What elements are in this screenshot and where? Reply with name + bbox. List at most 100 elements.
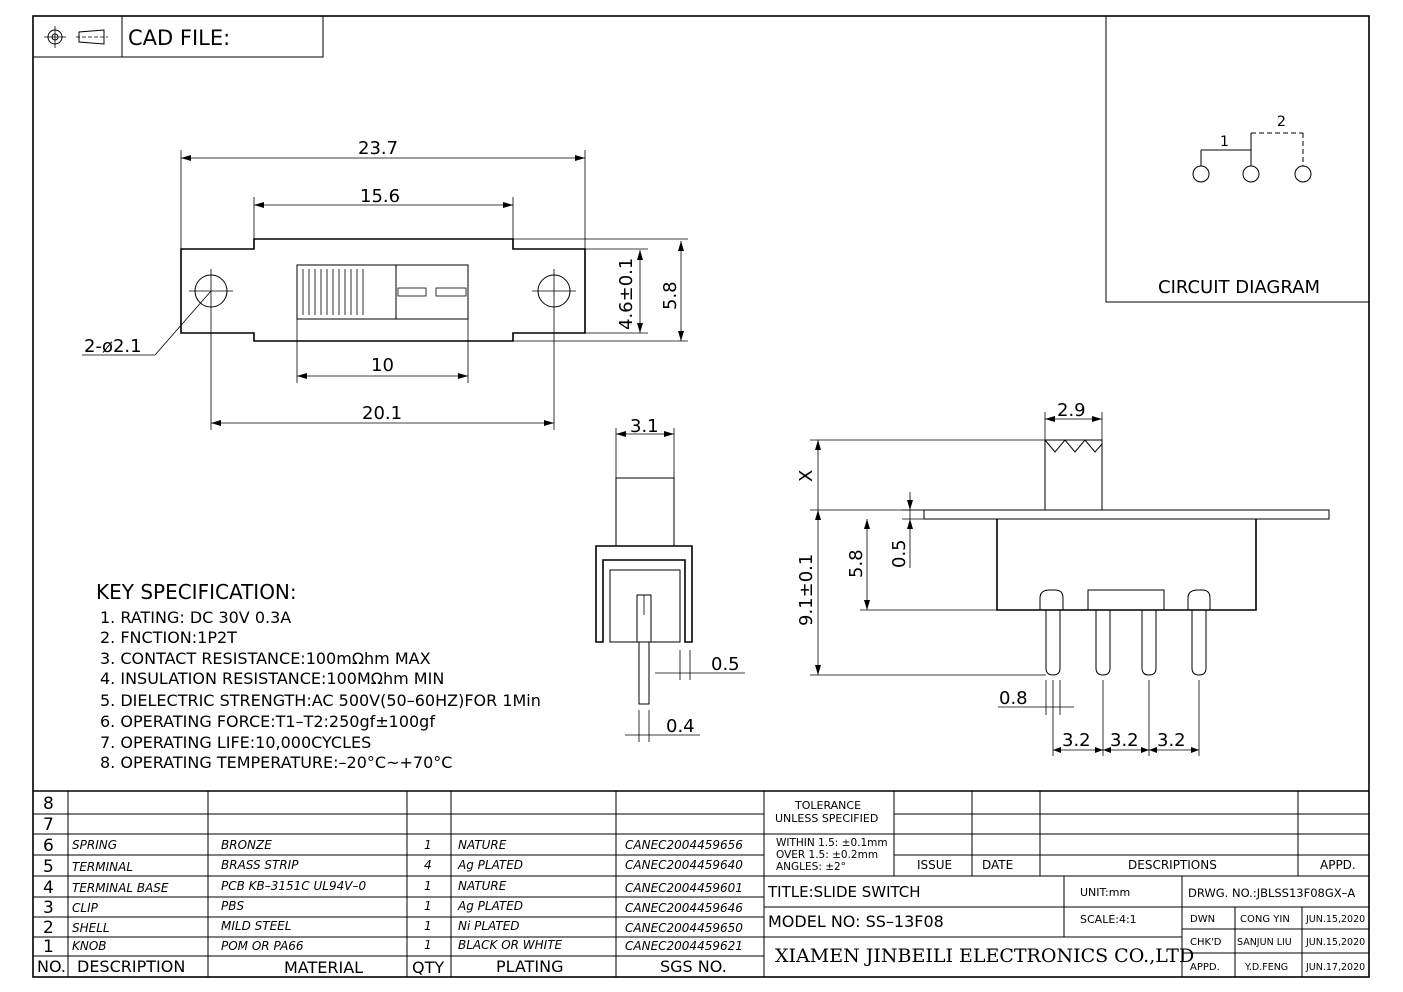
chk-label: CHK'D xyxy=(1190,937,1222,948)
bom-material: BRONZE xyxy=(221,838,272,852)
spec-item: 3. CONTACT RESISTANCE:100mΩhm MAX xyxy=(100,649,431,668)
bom-row: 5 TERMINAL BRASS STRIP 4 Ag PLATED CANEC… xyxy=(43,857,743,877)
header-box: CAD FILE: xyxy=(32,15,324,58)
bom-material: PCB KB–3151C UL94V–0 xyxy=(221,879,366,893)
dim-slot-length: 10 xyxy=(371,355,394,376)
bom-sgs: CANEC2004459646 xyxy=(625,901,743,915)
terminal-pin xyxy=(1095,610,1111,676)
date-header: DATE xyxy=(982,858,1013,872)
bom-no: 8 xyxy=(43,794,54,814)
title-block: TOLERANCE UNLESS SPECIFIED WITHIN 1.5: ±… xyxy=(764,791,1369,977)
tolerance-angles: ANGLES: ±2° xyxy=(776,861,846,873)
dim-front-knob-width: 2.9 xyxy=(1057,400,1086,421)
terminal-circle xyxy=(1192,165,1210,183)
bom-no: 4 xyxy=(43,878,54,898)
dim-body-length: 15.6 xyxy=(360,186,400,207)
terminal-pin xyxy=(638,641,650,705)
bom-material: PBS xyxy=(221,899,244,913)
bom-sgs: CANEC2004459601 xyxy=(625,881,743,895)
bom-plating: NATURE xyxy=(458,838,507,852)
bom-plating: Ag PLATED xyxy=(457,899,523,913)
side-view: 3.1 0.5 0.4 xyxy=(595,416,745,742)
bom-header-qty: QTY xyxy=(412,958,444,977)
spec-item: 7. OPERATING LIFE:10,000CYCLES xyxy=(100,733,371,752)
terminal-circle xyxy=(1242,165,1260,183)
bom-sgs: CANEC2004459640 xyxy=(625,858,743,872)
bom-sgs: CANEC2004459656 xyxy=(625,838,743,852)
dim-pin-width: 0.8 xyxy=(999,688,1028,709)
bom-material: MILD STEEL xyxy=(221,919,291,933)
key-specification: KEY SPECIFICATION: 1. RATING: DC 30V 0.3… xyxy=(96,580,541,772)
spec-item: 4. INSULATION RESISTANCE:100MΩhm MIN xyxy=(100,669,444,688)
dim-hole-pitch: 20.1 xyxy=(362,403,402,424)
company-name: XIAMEN JINBEILI ELECTRONICS CO.,LTD xyxy=(775,945,1194,967)
bom-qty: 1 xyxy=(424,838,432,852)
circuit-label-2: 2 xyxy=(1277,114,1286,130)
bom-description: CLIP xyxy=(72,901,99,915)
bom-table: 8 7 6 SPRING BRONZE 1 NATURE CANEC200445… xyxy=(33,791,765,977)
bom-description: SHELL xyxy=(72,921,110,935)
bom-header-no: NO. xyxy=(37,957,66,976)
bom-sgs: CANEC2004459650 xyxy=(625,921,743,935)
bom-no: 2 xyxy=(43,918,54,938)
projection-symbol-icon xyxy=(44,26,108,48)
dwn-date: JUN.15,2020 xyxy=(1305,914,1365,925)
circuit-label-1: 1 xyxy=(1220,134,1229,150)
bom-header-material: MATERIAL xyxy=(284,958,363,977)
knob-top xyxy=(296,264,397,320)
cad-file-label: CAD FILE: xyxy=(128,26,230,50)
dim-knob-width: 3.1 xyxy=(630,416,659,437)
sheet-border xyxy=(32,15,1370,978)
bom-plating: Ni PLATED xyxy=(458,919,520,933)
dim-body-height: 5.8 xyxy=(846,549,867,578)
appd-name: Y.D.FENG xyxy=(1244,962,1288,973)
bom-description: TERMINAL BASE xyxy=(72,881,169,895)
bom-plating: NATURE xyxy=(458,879,507,893)
bom-description: TERMINAL xyxy=(72,860,133,874)
bom-row: 7 xyxy=(43,815,54,835)
drawing-title: TITLE:SLIDE SWITCH xyxy=(767,883,921,901)
dwn-label: DWN xyxy=(1190,914,1215,925)
bom-qty: 4 xyxy=(424,858,432,872)
dim-pitch-2: 3.2 xyxy=(1110,730,1139,751)
bom-description: SPRING xyxy=(72,838,117,852)
bom-plating: Ag PLATED xyxy=(457,858,523,872)
dim-flange: 0.5 xyxy=(889,539,910,568)
bom-no: 1 xyxy=(43,937,54,957)
dim-slot-width: 4.6±0.1 xyxy=(616,258,637,330)
bom-no: 5 xyxy=(43,857,54,877)
spec-item: 8. OPERATING TEMPERATURE:–20°C~+70°C xyxy=(100,753,452,772)
spec-title: KEY SPECIFICATION: xyxy=(96,580,297,604)
bom-row: 1 KNOB POM OR PA66 1 BLACK OR WHITE CANE… xyxy=(43,937,743,957)
tolerance-title: TOLERANCE xyxy=(794,799,861,812)
dim-overall-length: 23.7 xyxy=(358,138,398,159)
dim-terminal-thickness: 0.4 xyxy=(666,716,695,737)
bom-sgs: CANEC2004459621 xyxy=(625,939,743,953)
dim-pitch-1: 3.2 xyxy=(1062,730,1091,751)
slot xyxy=(296,264,469,320)
dim-pitch-3: 3.2 xyxy=(1157,730,1186,751)
terminal-circle xyxy=(1294,165,1312,183)
terminal-pin xyxy=(1141,610,1157,676)
spec-item: 2. FNCTION:1P2T xyxy=(100,628,237,647)
spec-item: 1. RATING: DC 30V 0.3A xyxy=(100,608,291,627)
bom-header-description: DESCRIPTION xyxy=(77,957,185,976)
dim-holes: 2-ø2.1 xyxy=(84,336,142,357)
dim-height: 9.1±0.1 xyxy=(796,554,817,626)
bom-row: 2 SHELL MILD STEEL 1 Ni PLATED CANEC2004… xyxy=(43,918,743,938)
terminal-pin xyxy=(1191,610,1207,676)
tolerance-over: OVER 1.5: ±0.2mm xyxy=(776,849,878,861)
drawing-number: DRWG. NO.:JBLSS13F08GX–A xyxy=(1188,886,1355,900)
bom-plating: BLACK OR WHITE xyxy=(458,938,563,952)
dim-body-width: 5.8 xyxy=(660,281,681,310)
bom-qty: 1 xyxy=(424,919,432,933)
circuit-diagram-title: CIRCUIT DIAGRAM xyxy=(1158,277,1320,298)
bom-material: POM OR PA66 xyxy=(221,939,304,953)
bom-row: 4 TERMINAL BASE PCB KB–3151C UL94V–0 1 N… xyxy=(43,878,743,898)
dim-terminal-gap: 0.5 xyxy=(711,654,740,675)
appd-label: APPD. xyxy=(1190,962,1220,973)
bom-header-plating: PLATING xyxy=(496,957,564,976)
bom-header: NO. DESCRIPTION MATERIAL QTY PLATING SGS… xyxy=(37,957,727,977)
bom-description: KNOB xyxy=(72,939,107,953)
model-number: MODEL NO: SS–13F08 xyxy=(768,912,944,931)
